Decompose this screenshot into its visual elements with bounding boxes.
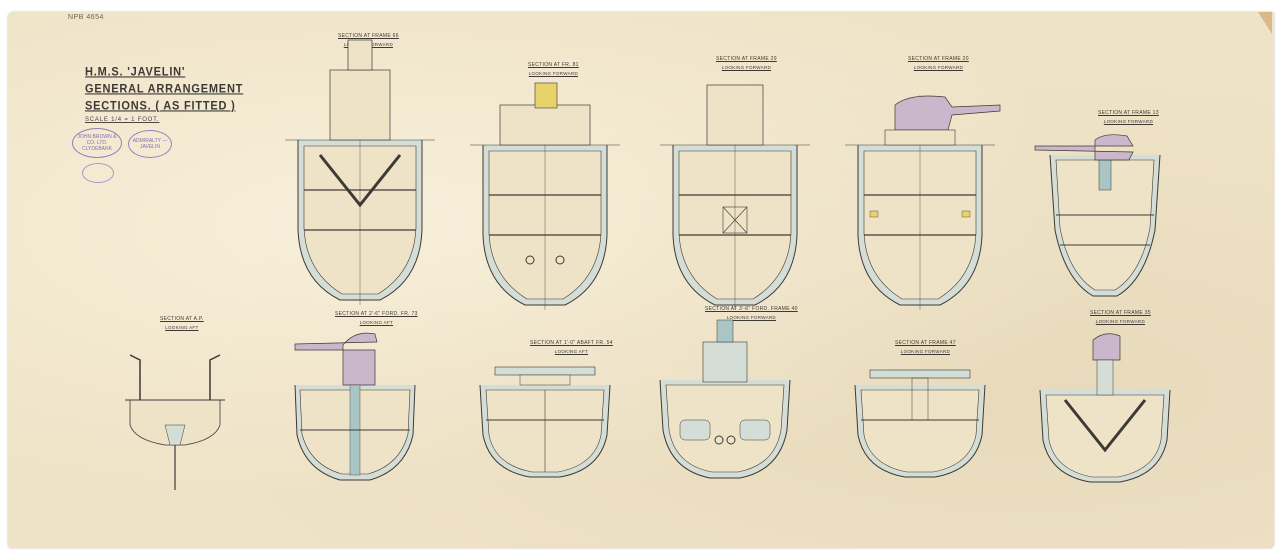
ship-name: H.M.S. 'JAVELIN' xyxy=(85,65,186,79)
signature-stamp xyxy=(82,163,114,183)
hull-section-ap xyxy=(125,354,225,490)
torn-corner xyxy=(1258,12,1272,34)
admiralty-stamp: ADMIRALTY — JAVELIN xyxy=(128,130,172,158)
hull-section-frame-20 xyxy=(844,94,1001,311)
hull-section-frame-47 xyxy=(854,369,986,478)
hull-section-fr-73 xyxy=(294,332,416,481)
hull-section-frame-81 xyxy=(469,82,621,311)
hull-section-frame-35 xyxy=(1039,333,1171,483)
section-label-ap: SECTION AT A.P.LOOKING AFT xyxy=(160,316,204,330)
hull-section-fr-40 xyxy=(659,319,791,479)
scale-note: SCALE 1/4 = 1 FOOT. xyxy=(85,117,160,123)
hull-section-frame-29 xyxy=(659,84,811,311)
reference-mark: NPB 4654 xyxy=(68,14,104,21)
hull-section-frame-13 xyxy=(1034,134,1161,297)
drawing-sheet xyxy=(8,12,1274,548)
hull-section-fr-54 xyxy=(479,366,611,478)
title-block: H.M.S. 'JAVELIN' GENERAL ARRANGEMENT SEC… xyxy=(85,65,244,123)
builder-stamp: JOHN BROWN & CO. LTD. CLYDEBANK xyxy=(72,128,122,158)
drawing-title: GENERAL ARRANGEMENT xyxy=(85,82,244,96)
hull-section-frame-66 xyxy=(284,39,436,306)
drawing-subtitle: SECTIONS. ( AS FITTED ) xyxy=(85,99,236,113)
